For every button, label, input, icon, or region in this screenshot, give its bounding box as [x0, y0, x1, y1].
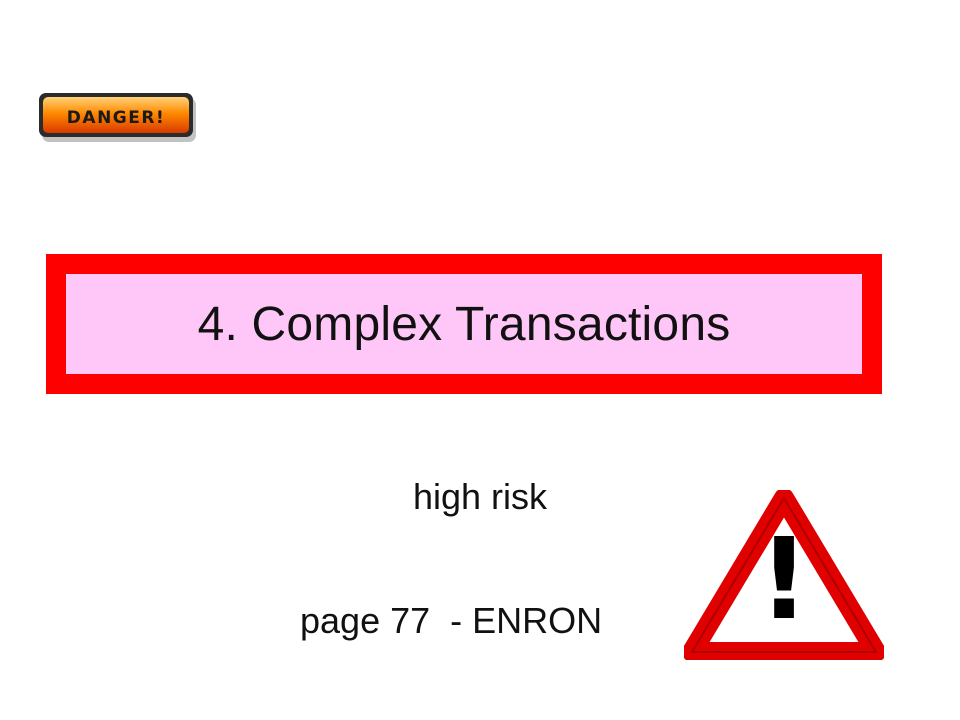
slide-title: 4. Complex Transactions: [197, 297, 731, 351]
warning-triangle-icon: !: [684, 490, 884, 660]
title-panel: 4. Complex Transactions: [66, 274, 862, 374]
subtitle: high risk: [412, 476, 548, 517]
danger-badge-icon: DANGER!: [38, 92, 198, 144]
title-frame: 4. Complex Transactions: [46, 254, 882, 394]
danger-badge-text: DANGER!: [67, 108, 165, 128]
warning-exclamation: !: [758, 515, 809, 645]
page-reference: page 77 - ENRON: [300, 600, 603, 641]
